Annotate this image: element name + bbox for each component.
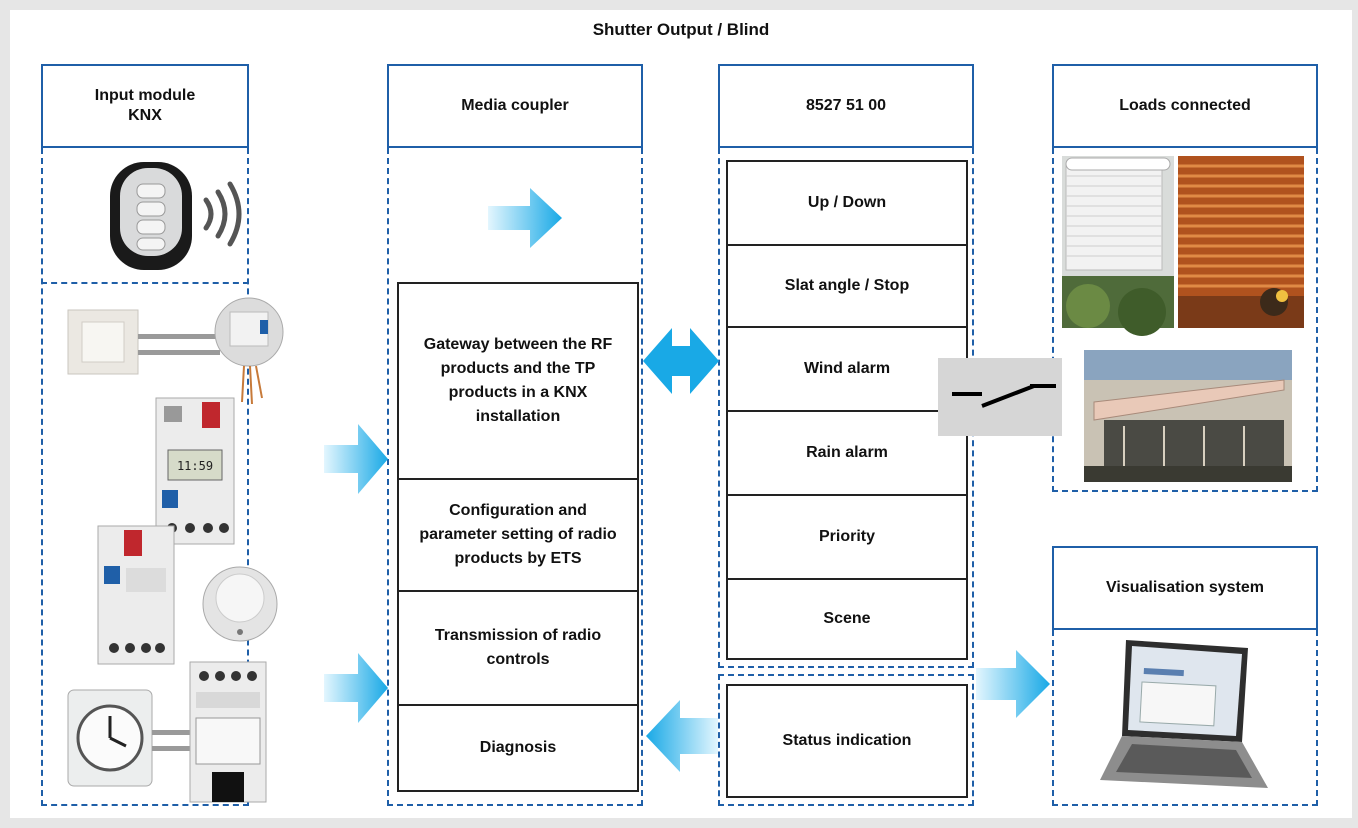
- media-coupler-frame: [387, 148, 643, 806]
- switch-with-radio-module-icon: [67, 297, 284, 405]
- actuator-functions-box: Up / Down Slat angle / Stop Wind alarm R…: [726, 160, 968, 660]
- coupler-function-diagnosis: Diagnosis: [399, 704, 637, 790]
- status-indication-box: Status indication: [726, 684, 968, 798]
- input-to-coupler-arrow-2: [324, 653, 388, 723]
- visualisation-frame: [1052, 630, 1318, 806]
- input-divider: [41, 282, 249, 284]
- loads-header: Loads connected: [1052, 64, 1318, 148]
- coupler-function-transmission: Transmission of radio controls: [399, 590, 637, 704]
- input-module-frame: [41, 148, 249, 806]
- timer-switch-module-icon: 11:59: [155, 397, 235, 545]
- radio-arrow: [488, 188, 562, 248]
- roller-shutter-photo: [1062, 156, 1174, 336]
- actuator-function-up-down: Up / Down: [807, 194, 887, 211]
- remote-control-icon: [110, 162, 242, 270]
- status-to-coupler-arrow: [646, 700, 718, 772]
- visualisation-header: Visualisation system: [1052, 546, 1318, 630]
- input-to-coupler-arrow-1: [324, 424, 388, 494]
- actuator-function-slat-angle: Slat angle / Stop: [728, 244, 966, 326]
- diagram-title: Shutter Output / Blind: [592, 20, 770, 39]
- actuator-to-visualisation-arrow: [976, 650, 1050, 718]
- awning-photo: [1084, 350, 1292, 482]
- flow-arrows: [324, 188, 1050, 772]
- coupler-function-gateway: Gateway between the RF products and the …: [423, 336, 613, 425]
- actuator-function-wind-alarm: Wind alarm: [728, 326, 966, 410]
- actuator-function-scene: Scene: [728, 578, 966, 658]
- actuator-header: 8527 51 00: [718, 64, 974, 148]
- loads-frame: [1052, 148, 1318, 492]
- coupler-function-configuration: Configuration and parameter setting of r…: [399, 478, 637, 590]
- binary-input-module-icon: [189, 661, 267, 803]
- actuator-function-rain-alarm: Rain alarm: [728, 410, 966, 494]
- relay-contact-icon: [938, 358, 1062, 436]
- diagram-canvas: Shutter Output / Blind Input module KNX …: [10, 10, 1352, 818]
- brightness-sensor-module-icon: [97, 525, 175, 665]
- presence-detector-icon: [202, 566, 278, 642]
- status-frame: [718, 674, 974, 806]
- venetian-blind-photo: [1178, 156, 1304, 328]
- input-module-header: Input module KNX: [41, 64, 249, 148]
- coupler-functions-box: Gateway between the RF products and the …: [397, 282, 639, 792]
- laptop-icon: [1100, 640, 1268, 788]
- actuator-function-priority: Priority: [728, 494, 966, 578]
- svg-text:11:59: 11:59: [177, 459, 213, 473]
- coupler-actuator-bidirectional-arrow: [643, 328, 719, 394]
- media-coupler-header: Media coupler: [387, 64, 643, 148]
